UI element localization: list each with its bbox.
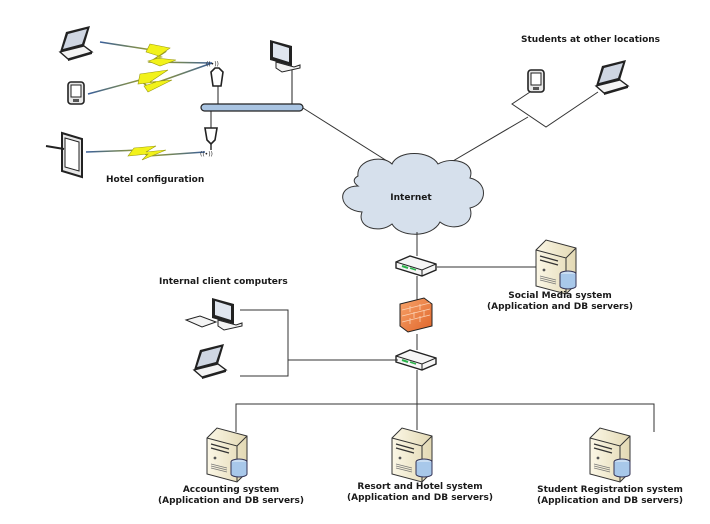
social-media-server-icon (535, 239, 577, 295)
social-media-label: Social Media system (508, 291, 612, 301)
social-media-sublabel: (Application and DB servers) (487, 302, 633, 312)
access-point-bottom-icon: ((•)) (200, 110, 218, 158)
resort-hotel-label: Resort and Hotel system (357, 482, 482, 492)
student-registration-label: Student Registration system (537, 485, 683, 495)
accounting-sublabel: (Application and DB servers) (158, 496, 304, 506)
edge-router-icon (395, 255, 437, 277)
wireless-link-pda (87, 62, 213, 95)
svg-text:((•)): ((•)) (200, 151, 213, 158)
resort-hotel-sublabel: (Application and DB servers) (347, 493, 493, 503)
accounting-server: Accounting system (Application and DB se… (158, 427, 304, 506)
resort-hotel-server: Resort and Hotel system (Application and… (347, 427, 493, 503)
student-laptop-icon (595, 59, 629, 96)
student-registration-server: Student Registration system (Application… (537, 427, 683, 506)
internal-clients-group: Internal client computers (159, 277, 398, 380)
student-registration-sublabel: (Application and DB servers) (537, 496, 683, 506)
firewall-icon (399, 297, 433, 333)
hotel-tablet-icon (45, 132, 83, 178)
internet-cloud: Internet (342, 153, 484, 235)
hotel-configuration-label: Hotel configuration (106, 175, 204, 185)
svg-text:((•)): ((•)) (206, 61, 219, 68)
hotel-laptop-icon (59, 25, 93, 62)
student-pda-icon (527, 69, 545, 93)
internal-switch-icon (395, 349, 437, 371)
accounting-label: Accounting system (183, 485, 279, 495)
hotel-configuration-group: ((•)) ((•)) Hotel configuration (45, 25, 304, 185)
remote-students-group: Students at other locations (440, 35, 660, 169)
access-point-top-icon: ((•)) (206, 61, 224, 104)
resort-hotel-server-icon (391, 427, 433, 483)
internet-label: Internet (390, 193, 432, 203)
wireless-link-tablet (85, 145, 206, 161)
social-media-server: Social Media system (Application and DB … (487, 239, 633, 312)
hotel-lan-bus (200, 103, 304, 112)
hotel-pda-icon (67, 81, 85, 105)
wireless-link-laptop (99, 41, 213, 67)
accounting-server-icon (206, 427, 248, 483)
client-laptop-icon (193, 343, 227, 380)
internal-clients-label: Internal client computers (159, 277, 288, 287)
student-registration-server-icon (589, 427, 631, 483)
hotel-monitor-icon (269, 39, 301, 73)
desktop-computer-icon (184, 297, 243, 331)
students-label: Students at other locations (521, 35, 660, 45)
